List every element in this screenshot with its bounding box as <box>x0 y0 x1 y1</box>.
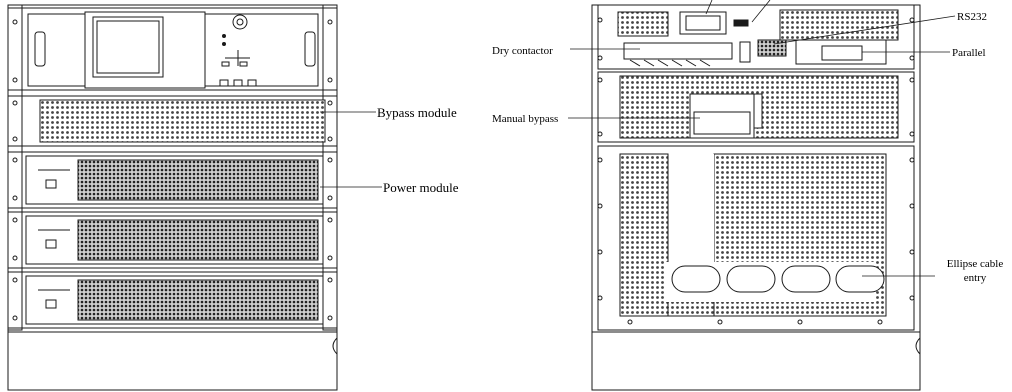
power-module-3 <box>7 271 338 329</box>
leader-top-port <box>705 0 713 15</box>
power-module-1 <box>7 151 338 209</box>
label-parallel: Parallel <box>952 47 986 59</box>
label-manual-bypass: Manual bypass <box>492 113 558 125</box>
manual-bypass-switch <box>689 93 755 139</box>
leader-rs232 <box>773 15 956 45</box>
rs232-port <box>739 41 751 63</box>
label-ellipse-cable-entry-line1: Ellipse cable <box>947 258 1004 270</box>
leader-top-port-2 <box>751 0 771 23</box>
ellipse-cable-entry-2 <box>726 265 776 293</box>
cable-entry-section <box>597 145 915 331</box>
panel-button <box>247 79 257 87</box>
label-dry-contactor: Dry contactor <box>492 45 553 57</box>
ellipse-cable-entry-4 <box>835 265 885 293</box>
lcd-screen <box>92 16 164 78</box>
label-rs232: RS232 <box>957 11 987 23</box>
bypass-vent-mesh <box>39 99 326 143</box>
power-module-vent <box>77 219 319 261</box>
emergency-off-knob <box>232 14 248 30</box>
power-module-2 <box>7 211 338 269</box>
front-view-cabinet <box>7 4 338 391</box>
display-panel <box>7 7 338 91</box>
power-module-vent <box>77 279 319 321</box>
label-ellipse-cable-entry-line2: entry <box>964 272 987 284</box>
dry-contactor-terminal <box>623 42 733 60</box>
comm-panel <box>597 4 915 70</box>
ellipse-cable-entry-1 <box>671 265 721 293</box>
manual-bypass-section <box>597 71 915 143</box>
ellipse-cable-entry-3 <box>781 265 831 293</box>
panel-button <box>219 79 229 87</box>
panel-button <box>233 79 243 87</box>
power-module-vent <box>77 159 319 201</box>
control-panel-frame <box>84 11 206 89</box>
bypass-module <box>7 95 338 147</box>
label-power-module: Power module <box>383 180 459 195</box>
label-bypass-module: Bypass module <box>377 105 457 120</box>
top-port-box <box>679 11 727 35</box>
rear-view-cabinet <box>591 4 921 391</box>
